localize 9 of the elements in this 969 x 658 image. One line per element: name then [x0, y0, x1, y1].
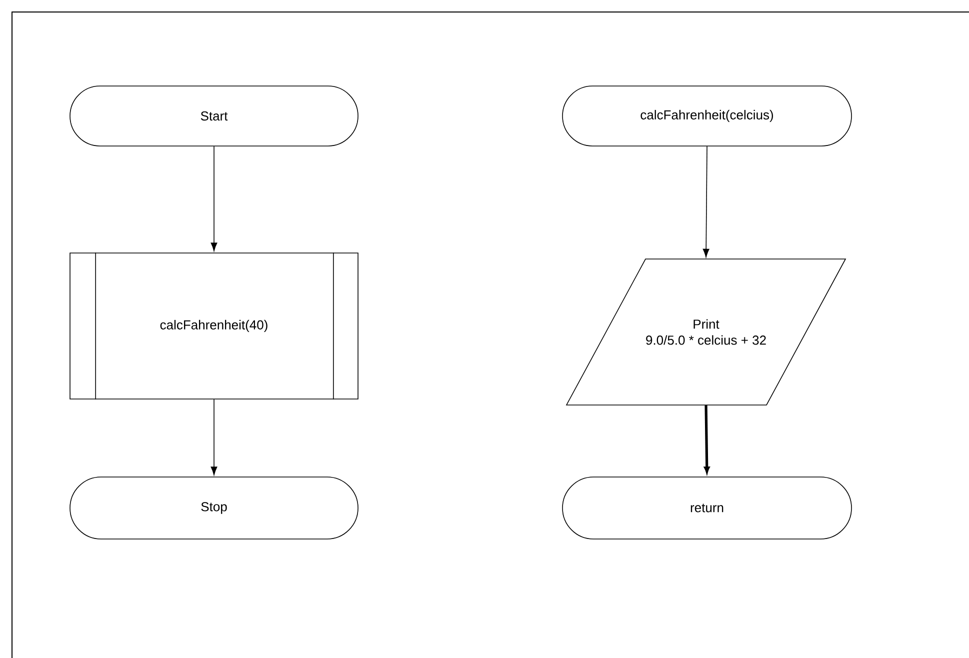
- arrow: [704, 405, 710, 474]
- terminator-box: return: [562, 476, 852, 540]
- terminator-box: calcFahrenheit(celcius): [562, 86, 852, 146]
- arrow: [210, 399, 218, 476]
- terminator-box: Stop: [70, 476, 358, 540]
- subroutine-box: calcFahrenheit(40): [70, 252, 358, 400]
- terminator-box: Start: [70, 86, 358, 146]
- arrow: [210, 146, 218, 252]
- arrow: [702, 146, 710, 258]
